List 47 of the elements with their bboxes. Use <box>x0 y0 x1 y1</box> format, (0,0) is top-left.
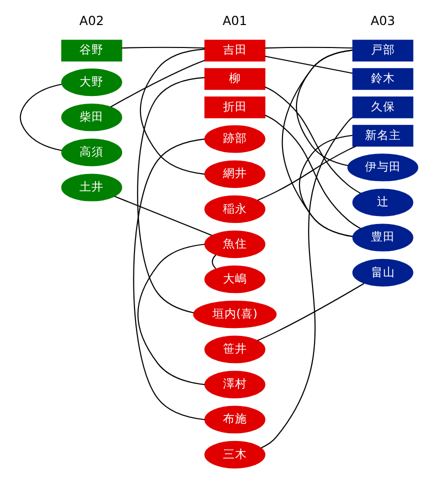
connector <box>260 116 352 448</box>
node-box: 折田 <box>204 96 265 118</box>
node-ellipse: 畠山 <box>352 258 413 286</box>
connector <box>139 48 204 175</box>
connector <box>264 86 360 194</box>
node-ellipse: 澤村 <box>204 370 265 398</box>
node-box: 戸部 <box>352 40 413 62</box>
node-ellipse: 笹井 <box>204 336 265 364</box>
connector <box>256 283 364 341</box>
connector <box>110 60 204 108</box>
node-ellipse: 網井 <box>204 160 265 188</box>
node-ellipse: 布施 <box>204 406 265 434</box>
node-box: 谷野 <box>60 40 122 62</box>
node-ellipse: 三木 <box>204 440 265 468</box>
node-ellipse: 辻 <box>352 188 413 216</box>
connector <box>132 138 204 420</box>
node-ellipse: 跡部 <box>204 125 265 153</box>
connector <box>264 56 352 74</box>
node-box: 新名主 <box>352 124 413 147</box>
connector <box>264 46 352 49</box>
connector <box>298 134 352 238</box>
node-ellipse: 魚住 <box>204 230 265 258</box>
label: A02 <box>78 13 104 28</box>
node-ellipse: 稲永 <box>204 195 265 224</box>
node-box: 鈴木 <box>352 68 413 90</box>
node-ellipse: 土井 <box>60 174 122 202</box>
connector <box>211 254 216 270</box>
connector <box>121 46 204 49</box>
node-ellipse: 豊田 <box>352 224 413 252</box>
connector <box>264 114 360 229</box>
connector <box>256 146 356 201</box>
node-ellipse: 垣内(喜) <box>192 300 276 328</box>
node-box: 久保 <box>352 96 413 118</box>
node-ellipse: 柴田 <box>60 104 122 132</box>
connector <box>114 196 212 236</box>
node-box: 吉田 <box>204 40 265 62</box>
connector <box>136 77 204 314</box>
connector <box>136 244 204 386</box>
label: A03 <box>370 13 395 28</box>
connector <box>19 84 62 152</box>
node-ellipse: 高須 <box>60 138 122 166</box>
label: A01 <box>222 13 247 28</box>
node-ellipse: 大野 <box>60 68 122 96</box>
connector <box>281 50 352 238</box>
node-ellipse: 伊与田 <box>346 154 418 182</box>
node-ellipse: 大嶋 <box>204 266 265 294</box>
node-box: 柳 <box>204 68 265 90</box>
